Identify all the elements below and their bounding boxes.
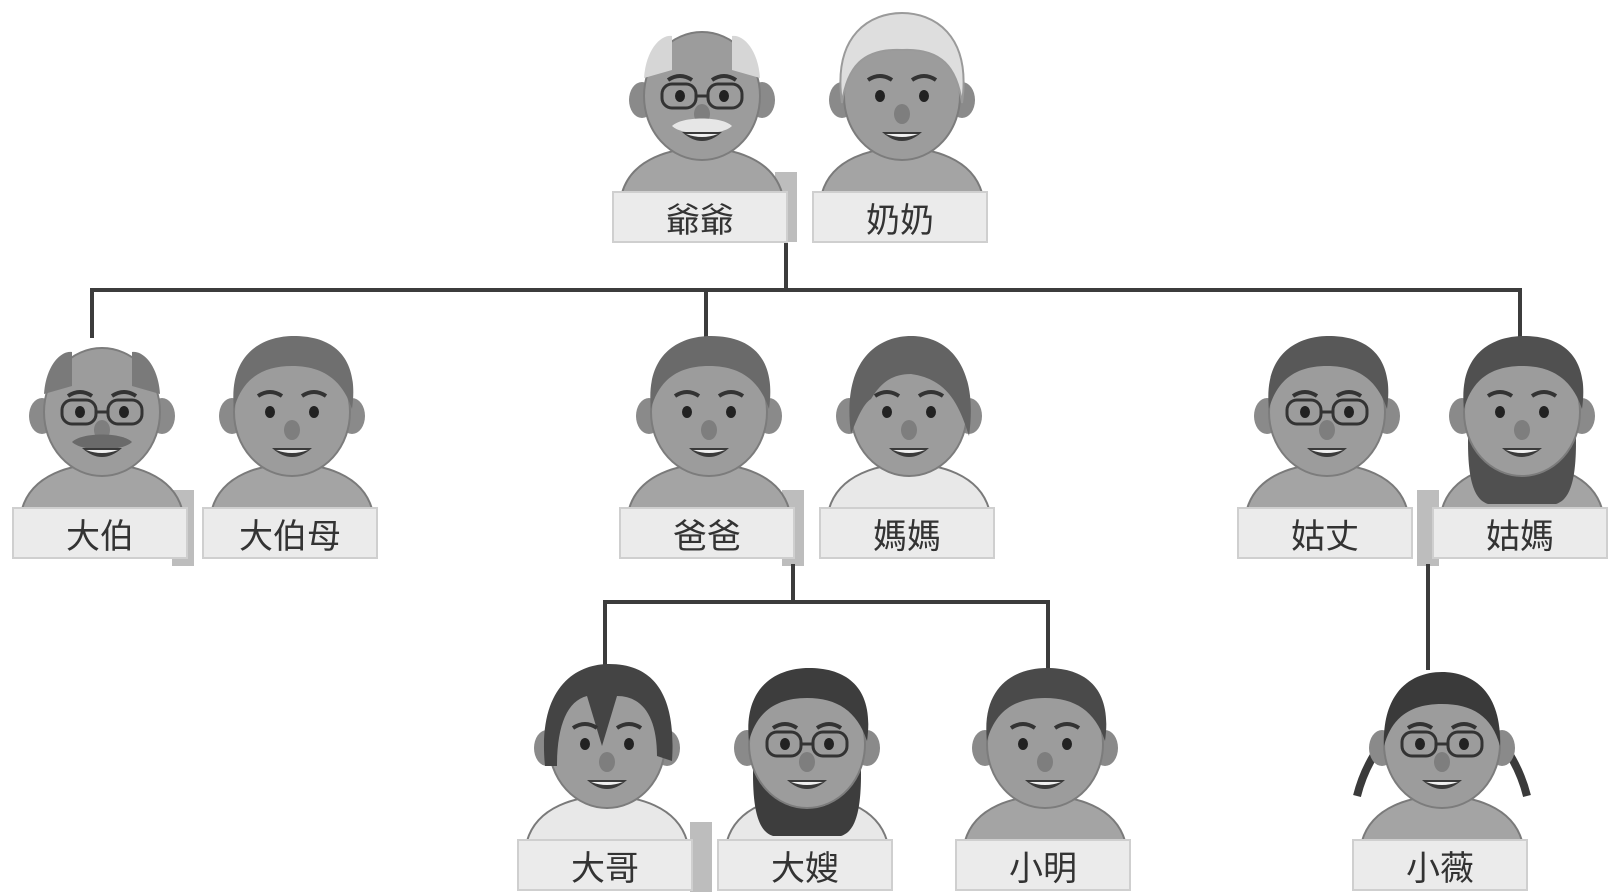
- mom-portrait: [827, 336, 991, 509]
- xiaoming-portrait: [963, 668, 1127, 841]
- aunt-husband-portrait: [1245, 336, 1409, 509]
- dad-label: 爸爸: [619, 507, 795, 559]
- person-uncle: 大伯: [12, 324, 192, 564]
- uncle-wife-label: 大伯母: [202, 507, 378, 559]
- person-xiaowei: 小薇: [1352, 656, 1532, 896]
- person-dad: 爸爸: [619, 324, 799, 564]
- person-uncle-wife: 大伯母: [202, 324, 382, 564]
- grandma-portrait: [820, 11, 984, 193]
- grandma-label: 奶奶: [812, 191, 988, 243]
- sister-in-law-portrait: [725, 668, 889, 841]
- person-elder-brother: 大哥: [517, 656, 697, 896]
- uncle-label: 大伯: [12, 507, 188, 559]
- mom-label: 媽媽: [819, 507, 995, 559]
- aunt-portrait: [1440, 336, 1604, 509]
- person-grandpa: 爺爺: [612, 8, 792, 248]
- person-sister-in-law: 大嫂: [717, 656, 897, 896]
- aunt-husband-label: 姑丈: [1237, 507, 1413, 559]
- connector-grandparents-children: [90, 240, 1522, 338]
- person-grandma: 奶奶: [812, 8, 992, 248]
- xiaowei-label: 小薇: [1352, 839, 1528, 891]
- elder-brother-portrait: [525, 664, 689, 841]
- sister-in-law-label: 大嫂: [717, 839, 893, 891]
- uncle-wife-portrait: [210, 336, 374, 509]
- person-xiaoming: 小明: [955, 656, 1135, 896]
- person-aunt-husband: 姑丈: [1237, 324, 1417, 564]
- connector-parents-children: [603, 564, 1050, 670]
- grandpa-portrait: [620, 31, 784, 193]
- couple-joint-brother: [690, 822, 712, 892]
- uncle-portrait: [20, 347, 184, 509]
- person-aunt: 姑媽: [1432, 324, 1611, 564]
- aunt-label: 姑媽: [1432, 507, 1608, 559]
- grandpa-label: 爺爺: [612, 191, 788, 243]
- elder-brother-label: 大哥: [517, 839, 693, 891]
- person-mom: 媽媽: [819, 324, 999, 564]
- xiaoming-label: 小明: [955, 839, 1131, 891]
- xiaowei-portrait: [1353, 672, 1531, 841]
- dad-portrait: [627, 336, 791, 509]
